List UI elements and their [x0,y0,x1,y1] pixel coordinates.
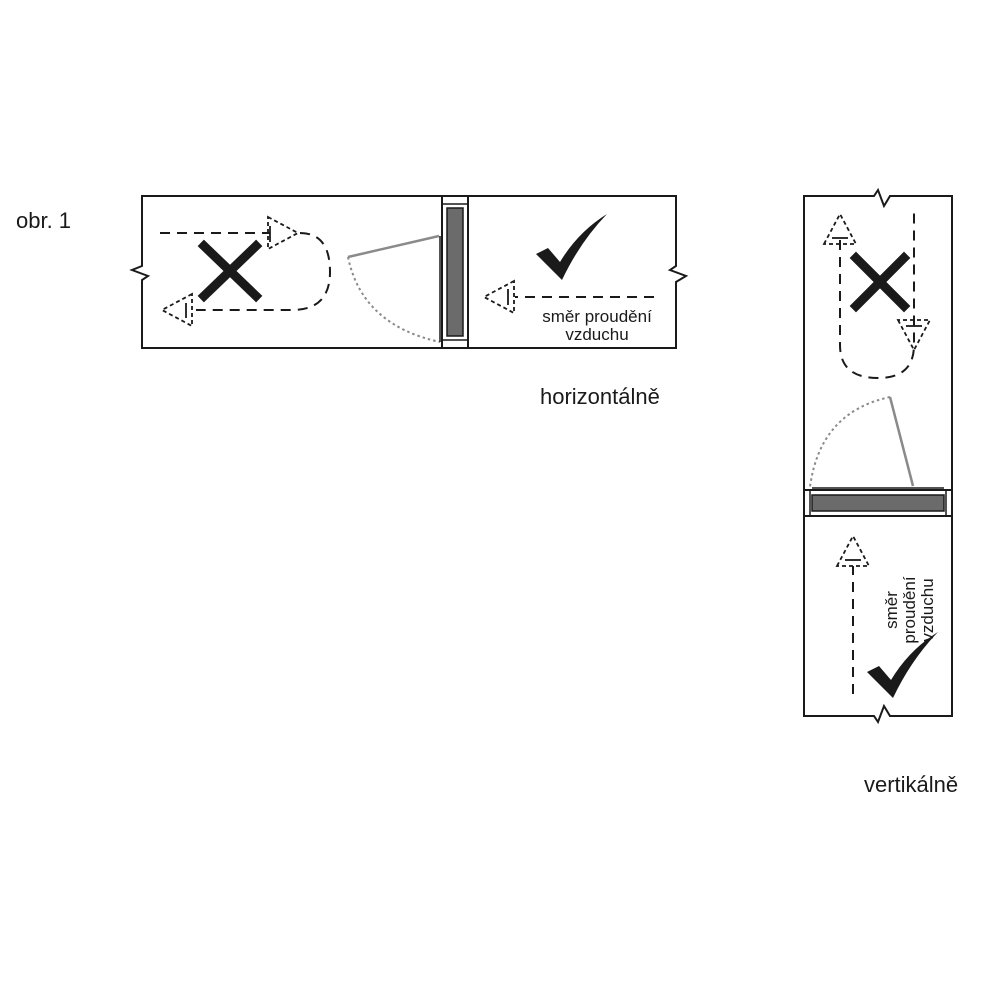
horizontal-blade [347,234,440,259]
horizontal-correct-arrowhead [482,279,515,315]
horizontal-airflow-label-line2: vzduchu [565,325,628,344]
horizontal-diagram: směr proudění vzduchu [129,195,689,349]
horizontal-wrong-flow-line [160,232,332,311]
vertical-airflow-label-line2: proudění [900,576,919,643]
vertical-airflow-label: směr proudění vzduchu [882,576,937,643]
vertical-wrong-arrowhead-down [896,319,932,352]
horizontal-damper [441,195,469,349]
vertical-correct-arrowhead [835,534,871,567]
vertical-caption: vertikálně [864,772,958,797]
vertical-wrong-arrowhead-up [822,212,858,245]
horizontal-wrong-arrowhead-top [267,215,300,251]
horizontal-check-icon [536,214,607,280]
vertical-cross-icon [849,251,911,313]
horizontal-wrong-arrowhead-bottom [160,292,193,328]
vertical-airflow-label-line3: vzduchu [918,578,937,641]
horizontal-duct-outline [129,195,689,349]
horizontal-airflow-label-line1: směr proudění [542,307,652,326]
vertical-diagram: směr proudění vzduchu [803,187,953,725]
vertical-blade [888,396,915,487]
vertical-damper [803,489,953,517]
horizontal-cross-icon [197,239,263,303]
horizontal-caption: horizontálně [540,384,660,409]
vertical-airflow-label-line1: směr [882,591,901,629]
vertical-duct-outline [803,187,953,725]
vertical-check-icon [867,632,938,698]
vertical-wrong-flow-line [839,210,915,380]
horizontal-swing-arc [347,256,441,343]
vertical-swing-arc [809,396,891,488]
figure-label: obr. 1 [16,208,71,233]
